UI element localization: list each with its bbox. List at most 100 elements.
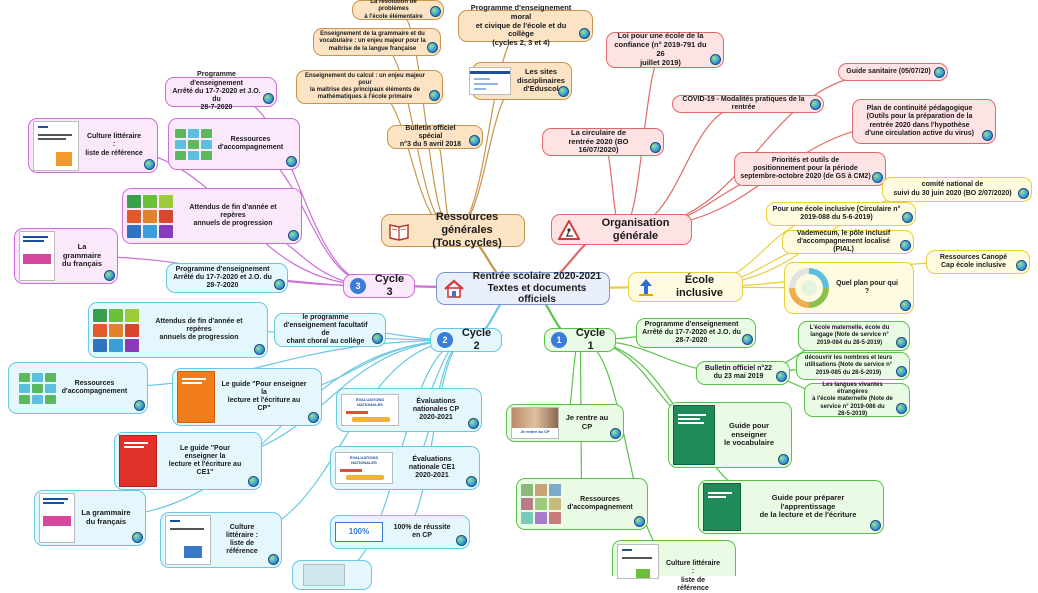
node-resolution-problemes[interactable]: La résolution de problèmes à l'école élé… (352, 0, 444, 20)
node-circulaire-rentree[interactable]: La circulaire de rentrée 2020 (BO 16/07/… (542, 128, 664, 156)
link-globe-icon[interactable] (286, 156, 297, 167)
link-globe-icon[interactable] (288, 230, 299, 241)
link-globe-icon[interactable] (1018, 188, 1029, 199)
node-bulletin-officiel-special[interactable]: Bulletin officiel spécial n°3 du 5 avril… (387, 125, 483, 149)
node-comite-national[interactable]: comité national de suivi du 30 juin 2020… (882, 177, 1032, 202)
guide-apprentissage-cover (703, 483, 741, 531)
link-globe-icon[interactable] (132, 532, 143, 543)
link-globe-icon[interactable] (466, 476, 477, 487)
hub-ressources-generales[interactable]: Ressources générales (Tous cycles) (381, 211, 525, 249)
link-globe-icon[interactable] (579, 28, 590, 39)
link-globe-icon[interactable] (902, 212, 913, 223)
link-globe-icon[interactable] (427, 42, 438, 53)
link-globe-icon[interactable] (429, 90, 440, 101)
node-c1-programme[interactable]: Programme d'enseignement Arrêté du 17-7-… (636, 318, 756, 348)
node-c1-culture-litteraire[interactable]: Culture littéraire : liste de référence (612, 540, 736, 592)
link-globe-icon[interactable] (896, 366, 907, 377)
link-globe-icon[interactable] (870, 520, 881, 531)
node-c1-guide-apprentissage[interactable]: Guide pour préparer l'apprentissage de l… (698, 480, 884, 534)
node-c2-partial-bottom[interactable] (292, 560, 372, 590)
node-c1-langues-vivantes[interactable]: Les langues vivantes étrangères à l'écol… (804, 382, 910, 417)
node-c1-je-rentre-cp[interactable]: Je rentre au CP Je rentre au CP (506, 404, 624, 442)
hub-inclusive-label: École inclusive (675, 274, 724, 299)
node-c2-chant-choral[interactable]: le programme d'enseignement facultatif d… (274, 313, 386, 347)
node-c2-evaluations-cp[interactable]: ÉVALUATIONS NATIONALES Évaluations natio… (336, 388, 482, 432)
link-globe-icon[interactable] (456, 535, 467, 546)
ressources-grid-thumbnail (174, 128, 212, 160)
node-c1-nombres[interactable]: découvrir les nombres et leurs utilisati… (796, 352, 910, 380)
link-globe-icon[interactable] (982, 130, 993, 141)
node-c2-grammaire[interactable]: La grammaire du français (34, 490, 146, 546)
node-vademecum-pial[interactable]: Vademecum, le pôle inclusif d'accompagne… (782, 230, 914, 254)
hub-cycle-1[interactable]: 1 Cycle 1 (544, 327, 616, 352)
link-globe-icon[interactable] (248, 476, 259, 487)
node-ressources-canope[interactable]: Ressources Canopé Cap école inclusive (926, 250, 1030, 274)
node-loi-ecole-confiance[interactable]: Loi pour une école de la confiance (n° 2… (606, 31, 724, 68)
node-c2-culture-litteraire[interactable]: Culture littéraire : liste de référence (160, 512, 282, 568)
hub-organisation-generale[interactable]: Organisation générale (551, 214, 692, 245)
cycle-3-badge: 3 (350, 278, 366, 294)
node-programme-moral-civique[interactable]: Programme d'enseignement moral et civiqu… (458, 3, 593, 47)
link-globe-icon[interactable] (372, 333, 383, 344)
link-globe-icon[interactable] (610, 428, 621, 439)
link-globe-icon[interactable] (104, 270, 115, 281)
link-globe-icon[interactable] (263, 93, 274, 104)
node-c3-programme-bottom[interactable]: Programme d'enseignement Arrêté du 17-7-… (166, 263, 288, 293)
link-globe-icon[interactable] (468, 418, 479, 429)
link-globe-icon[interactable] (1016, 260, 1027, 271)
node-quel-plan[interactable]: Quel plan pour qui ? (784, 262, 914, 314)
link-globe-icon[interactable] (144, 159, 155, 170)
link-globe-icon[interactable] (896, 337, 907, 348)
node-sites-eduscol[interactable]: Les sites disciplinaires d'Eduscol (469, 62, 572, 100)
connector-oC (369, 86, 454, 232)
node-ecole-inclusive-circulaire[interactable]: Pour une école inclusive (Circulaire n° … (766, 202, 916, 226)
link-globe-icon[interactable] (274, 279, 285, 290)
link-globe-icon[interactable] (900, 300, 911, 311)
link-globe-icon[interactable] (710, 54, 721, 65)
link-globe-icon[interactable] (742, 334, 753, 345)
node-guide-sanitaire[interactable]: Guide sanitaire (05/07/20) (838, 63, 948, 81)
node-c1-guide-vocabulaire[interactable]: Guide pour enseigner le vocabulaire (668, 402, 792, 468)
node-c2-ressources[interactable]: Ressources d'accompagnement (8, 362, 148, 414)
link-globe-icon[interactable] (134, 400, 145, 411)
eduscol-thumbnail (469, 67, 512, 95)
node-c2-reussite-cp[interactable]: 100% 100% de réussite en CP (330, 515, 470, 549)
link-globe-icon[interactable] (558, 86, 569, 97)
link-globe-icon[interactable] (308, 412, 319, 423)
link-globe-icon[interactable] (634, 516, 645, 527)
node-c3-grammaire[interactable]: La grammaire du français (14, 228, 118, 284)
node-grammaire-vocabulaire[interactable]: Enseignement de la grammaire et du vocab… (313, 28, 441, 56)
node-c1-ressources[interactable]: Ressources d'accompagnement (516, 478, 648, 530)
link-globe-icon[interactable] (810, 99, 821, 110)
hub-ecole-inclusive[interactable]: École inclusive (628, 272, 743, 302)
hub-cycle-3[interactable]: 3 Cycle 3 (343, 273, 415, 298)
node-priorites-outils[interactable]: Priorités et outils de positionnement po… (734, 152, 886, 186)
node-c3-attendus[interactable]: Attendus de fin d'année et repères annue… (122, 188, 302, 244)
house-icon (444, 279, 464, 298)
node-enseignement-calcul[interactable]: Enseignement du calcul : un enjeu majeur… (296, 70, 443, 104)
link-globe-icon[interactable] (896, 403, 907, 414)
node-c2-attendus[interactable]: Attendus de fin d'année et repères annue… (88, 302, 268, 358)
link-globe-icon[interactable] (268, 554, 279, 565)
link-globe-icon[interactable] (254, 344, 265, 355)
node-c1-ecole-maternelle[interactable]: L'école maternelle, école du langage (No… (798, 321, 910, 351)
link-globe-icon[interactable] (778, 454, 789, 465)
node-c2-evaluations-ce1[interactable]: ÉVALUATIONS NATIONALES Évaluations natio… (330, 446, 480, 490)
link-globe-icon[interactable] (469, 135, 480, 146)
link-globe-icon[interactable] (900, 240, 911, 251)
link-globe-icon[interactable] (934, 67, 945, 78)
central-node[interactable]: Rentrée scolaire 2020-2021 Textes et doc… (436, 271, 610, 305)
link-globe-icon[interactable] (650, 142, 661, 153)
link-globe-icon[interactable] (872, 172, 883, 183)
node-c2-guide-ce1[interactable]: Le guide "Pour enseigner la lecture et l… (114, 432, 262, 490)
node-c3-programme-top[interactable]: Programme d'enseignement Arrêté du 17-7-… (165, 71, 277, 111)
node-c1-bulletin[interactable]: Bulletin officiel n°22 du 23 mai 2019 (696, 361, 790, 385)
link-globe-icon[interactable] (776, 371, 787, 382)
node-plan-continuite[interactable]: Plan de continuité pédagogique (Outils p… (852, 99, 996, 144)
node-c3-ressources-accompagnement[interactable]: Ressources d'accompagnement (168, 118, 300, 170)
node-c3-culture-litteraire[interactable]: Culture littéraire : liste de référence (28, 118, 158, 173)
node-c2-guide-cp[interactable]: Le guide "Pour enseigner la lecture et l… (172, 368, 322, 426)
node-covid-modalites[interactable]: COVID-19 - Modalités pratiques de la ren… (672, 95, 824, 113)
hub-cycle-2[interactable]: 2 Cycle 2 (430, 327, 502, 352)
link-globe-icon[interactable] (430, 6, 441, 17)
